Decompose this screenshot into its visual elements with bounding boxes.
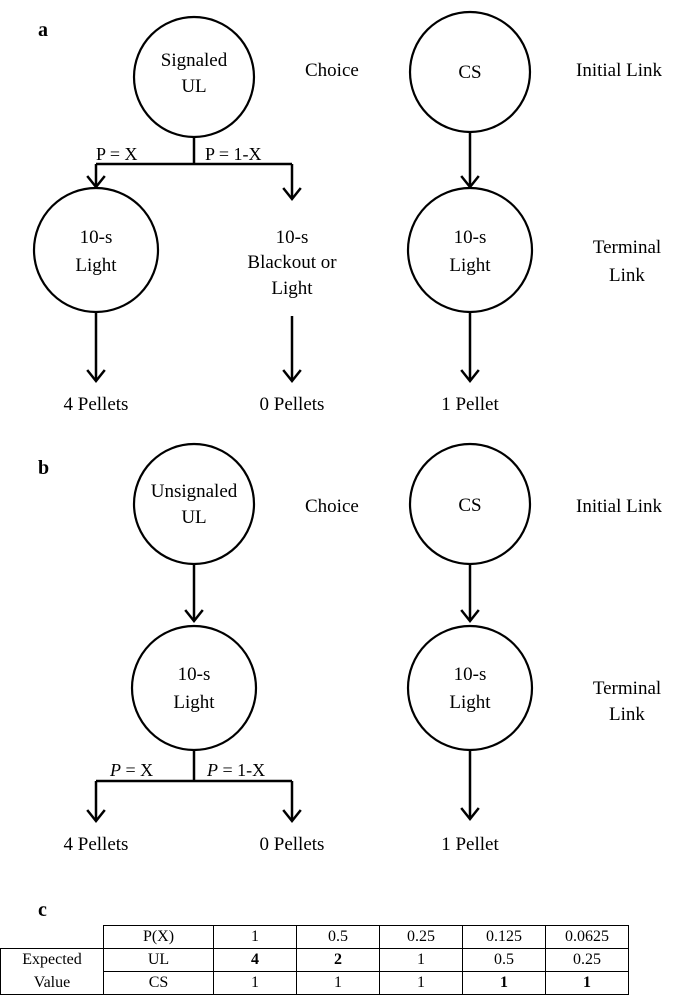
panel-a-choice-label: Choice bbox=[305, 60, 359, 81]
panel-b-label: b bbox=[38, 457, 49, 479]
table-cell-cs: 1 bbox=[213, 971, 297, 995]
panel-b-ul-arrowhead bbox=[184, 609, 204, 624]
panel-a-terminal-link-line2: Link bbox=[609, 265, 645, 286]
panel-a-outcome-left: 4 Pellets bbox=[64, 394, 129, 415]
table-cell-cs: 1 bbox=[545, 971, 629, 995]
panel-b-cs-node-label: CS bbox=[458, 495, 481, 516]
table-row-name-cs: CS bbox=[103, 971, 214, 995]
panel-a-cs-outcome: 1 Pellet bbox=[441, 394, 499, 415]
table-cell-ul: 1 bbox=[379, 948, 463, 972]
panel-b-cs-arrowhead bbox=[460, 609, 480, 624]
table-header-value: 0.0625 bbox=[545, 925, 629, 949]
panel-a-prob-left: P = X bbox=[96, 144, 138, 164]
panel-a-terminal-light-line2: Light bbox=[75, 255, 117, 276]
table-corner-cell bbox=[1, 926, 104, 949]
panel-b-branch-left-arrowhead bbox=[86, 809, 106, 824]
signaled-ul-node-line2: UL bbox=[181, 76, 206, 97]
panel-a-terminal-blackout-line1: 10-s bbox=[276, 227, 309, 248]
panel-b-prob-right-rest: = 1-X bbox=[218, 760, 265, 780]
panel-b-prob-right-var: P bbox=[206, 760, 218, 780]
panel-b-terminal-light-line1: 10-s bbox=[178, 664, 211, 685]
panel-a-left-outcome-arrowhead bbox=[86, 369, 106, 384]
table-row-cs: Value CS 1 1 1 1 1 bbox=[0, 971, 629, 995]
panel-b-outcome-right: 0 Pellets bbox=[260, 834, 325, 855]
panel-a-prob-right: P = 1-X bbox=[205, 144, 262, 164]
table-row-label-value: Value bbox=[0, 971, 104, 995]
unsignaled-ul-node bbox=[132, 442, 256, 566]
panel-a-terminal-link-line1: Terminal bbox=[593, 237, 661, 258]
unsignaled-ul-node-line2: UL bbox=[181, 507, 206, 528]
panel-b-prob-left: P = X bbox=[109, 760, 153, 780]
panel-a-cs-node-label: CS bbox=[458, 62, 481, 83]
table-cell-cs: 1 bbox=[462, 971, 546, 995]
table-cell-cs: 1 bbox=[296, 971, 380, 995]
panel-a-terminal-light-line1: 10-s bbox=[80, 227, 113, 248]
table-row-ul: Expected UL 4 2 1 0.5 0.25 bbox=[0, 948, 629, 972]
panel-a-right-outcome-arrowhead bbox=[282, 369, 302, 384]
panel-b-terminal-light-node bbox=[130, 624, 258, 752]
panel-a-terminal-light-node bbox=[32, 186, 160, 314]
panel-a-initial-link-label: Initial Link bbox=[576, 60, 663, 81]
panel-b-cs-terminal-line2: Light bbox=[449, 692, 491, 713]
panel-b-choice-label: Choice bbox=[305, 496, 359, 517]
table-header-row: P(X) 1 0.5 0.25 0.125 0.0625 bbox=[1, 925, 629, 949]
panel-a-terminal-blackout-line3: Light bbox=[271, 278, 313, 299]
panel-b-terminal-link-line1: Terminal bbox=[593, 678, 661, 699]
panel-a-cs-terminal-line1: 10-s bbox=[454, 227, 487, 248]
panel-b-branch-right-arrowhead bbox=[282, 809, 302, 824]
table-cell-ul: 2 bbox=[296, 948, 380, 972]
panel-a-label: a bbox=[38, 19, 48, 41]
table-header-value: 0.25 bbox=[379, 925, 463, 949]
panel-b-prob-left-rest: = X bbox=[121, 760, 153, 780]
table-cell-ul: 4 bbox=[213, 948, 297, 972]
panel-a-cs-terminal-node bbox=[406, 186, 534, 314]
panel-a-branch-right-arrowhead bbox=[282, 187, 302, 202]
table-cell-cs: 1 bbox=[379, 971, 463, 995]
panel-b-outcome-left: 4 Pellets bbox=[64, 834, 129, 855]
panel-b-cs-outcome-arrowhead bbox=[460, 807, 480, 822]
panel-b-terminal-light-line2: Light bbox=[173, 692, 215, 713]
table-header-value: 0.125 bbox=[462, 925, 546, 949]
expected-value-table: P(X) 1 0.5 0.25 0.125 0.0625 Expected UL… bbox=[0, 925, 629, 995]
panel-a-cs-terminal-line2: Light bbox=[449, 255, 491, 276]
panel-b-initial-link-label: Initial Link bbox=[576, 496, 663, 517]
panel-a-outcome-right: 0 Pellets bbox=[260, 394, 325, 415]
panel-b-cs-terminal-node bbox=[406, 624, 534, 752]
table-header-label: P(X) bbox=[103, 925, 214, 949]
table-cell-ul: 0.25 bbox=[545, 948, 629, 972]
panel-a-cs-outcome-arrowhead bbox=[460, 369, 480, 384]
unsignaled-ul-node-line1: Unsignaled bbox=[151, 481, 238, 502]
panel-b-prob-left-var: P bbox=[109, 760, 121, 780]
panel-b-terminal-link-line2: Link bbox=[609, 704, 645, 725]
table-row-label-expected: Expected bbox=[0, 948, 104, 972]
table-row-name-ul: UL bbox=[103, 948, 214, 972]
table-header-value: 0.5 bbox=[296, 925, 380, 949]
panel-c-label: c bbox=[38, 899, 47, 921]
panel-a-terminal-blackout-line2: Blackout or bbox=[247, 252, 337, 273]
table-cell-ul: 0.5 bbox=[462, 948, 546, 972]
panel-b-cs-outcome: 1 Pellet bbox=[441, 834, 499, 855]
signaled-ul-node-line1: Signaled bbox=[161, 50, 228, 71]
panel-b-cs-terminal-line1: 10-s bbox=[454, 664, 487, 685]
panel-b-prob-right: P = 1-X bbox=[206, 760, 265, 780]
table-header-value: 1 bbox=[213, 925, 297, 949]
